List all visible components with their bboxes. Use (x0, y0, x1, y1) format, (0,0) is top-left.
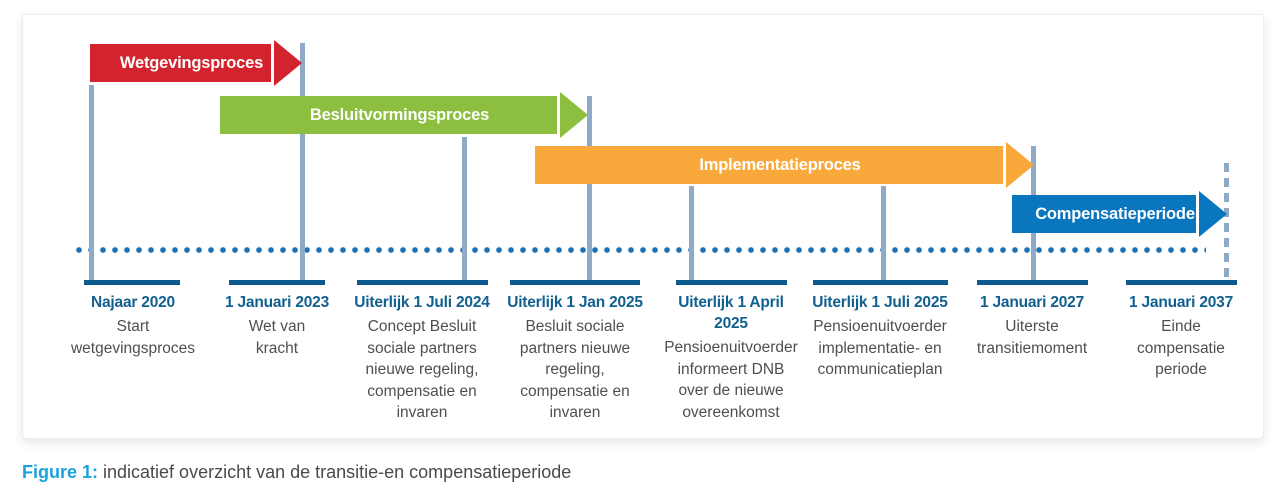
milestone-tick (676, 280, 787, 285)
milestone-line (586, 96, 592, 282)
milestone-tick (357, 280, 488, 285)
milestone-date: Uiterlijk 1 Juli 2024 (354, 294, 490, 311)
figure-caption-label: Figure 1: (22, 462, 99, 482)
phase-arrow-label: Implementatieproces (699, 155, 861, 174)
milestone-line (688, 186, 694, 282)
milestone-line (299, 43, 305, 282)
milestone-date: Uiterlijk 1 Jan 2025 (507, 294, 643, 311)
milestone-desc: Uiterste transitiemoment (976, 318, 1088, 357)
phase-arrow-compensatieperiode: Compensatieperiode (1012, 191, 1227, 237)
milestone-tick (84, 280, 180, 285)
milestone-desc: Wet van kracht (248, 318, 306, 357)
figure-caption-text: indicatief overzicht van de transitie-en… (103, 462, 572, 482)
milestone-date: Najaar 2020 (91, 294, 175, 311)
phase-arrow-besluitvormingsproces: Besluitvormingsproces (220, 92, 588, 138)
milestone-line (880, 186, 886, 282)
milestone-tick (813, 280, 948, 285)
phase-arrow-wetgevingsproces: Wetgevingsproces (90, 40, 302, 86)
figure-caption: Figure 1:indicatief overzicht van de tra… (22, 462, 571, 483)
milestone-desc: Einde compensatie periode (1137, 318, 1225, 378)
milestone-line (88, 85, 94, 282)
phase-arrow-label: Compensatieperiode (1035, 204, 1195, 223)
milestone-date: Uiterlijk 1 April 2025 (678, 294, 784, 332)
phase-arrow-implementatieproces: Implementatieproces (535, 142, 1034, 188)
phase-arrow-label: Besluitvormingsproces (309, 105, 490, 124)
milestone-desc: Pensioenuitvoerder informeert DNB over d… (664, 339, 798, 421)
milestone-desc: Start wetgevingsproces (70, 318, 196, 357)
milestone-date: 1 Januari 2027 (979, 294, 1085, 311)
milestone-tick (229, 280, 325, 285)
milestone-desc: Concept Besluit sociale partners nieuwe … (365, 318, 479, 421)
milestone-line (461, 137, 467, 282)
milestone-desc: Besluit sociale partners nieuwe regeling… (519, 318, 631, 421)
milestone-date: 1 Januari 2037 (1128, 294, 1234, 311)
milestone-desc: Pensioenuitvoerder implementatie- en com… (813, 318, 947, 378)
milestone-date: 1 Januari 2023 (224, 294, 330, 311)
milestone-tick (977, 280, 1088, 285)
timeline-dotted-line (76, 247, 1206, 253)
phase-arrow-label: Wetgevingsproces (119, 53, 264, 72)
milestone-tick (1126, 280, 1237, 285)
milestone-tick (510, 280, 640, 285)
milestone-date: Uiterlijk 1 Juli 2025 (812, 294, 948, 311)
milestone-line-dashed (1223, 163, 1229, 282)
